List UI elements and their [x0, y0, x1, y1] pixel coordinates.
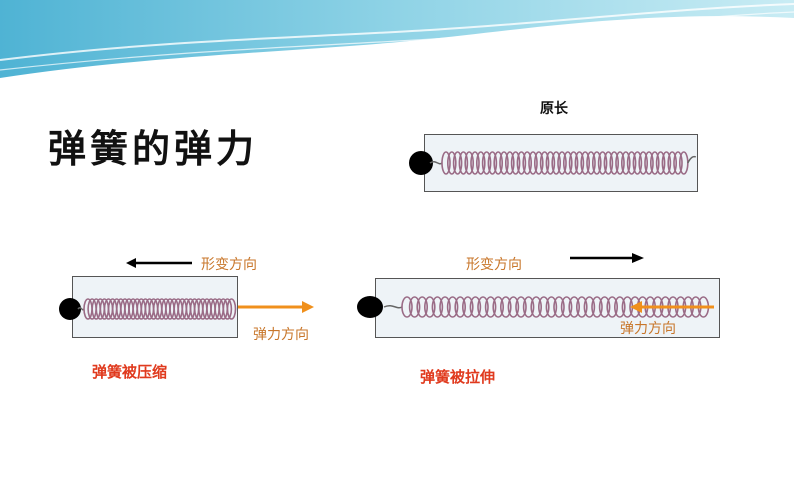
spring-coil-loop: [423, 296, 436, 318]
spring-coil-loop: [614, 296, 626, 318]
spring-coil-loop: [462, 296, 474, 318]
spring-coil-loop: [568, 296, 580, 318]
spring-coil-loop: [464, 151, 475, 175]
spring-coil-loop: [454, 296, 466, 318]
spring-coil-loop: [598, 296, 611, 318]
spring-coil-loop: [583, 296, 596, 318]
spring-coil-loop: [615, 151, 625, 175]
spring-coil-loop: [644, 151, 654, 175]
spring-coil-loop: [560, 296, 573, 318]
spring-coil-loop: [563, 151, 573, 175]
spring-coil-loop: [500, 296, 512, 318]
spring-coil-loop: [661, 151, 672, 175]
spring-coil-loop: [226, 298, 237, 320]
spring-coil-loop: [475, 151, 486, 175]
spring-coil-loop: [452, 151, 463, 175]
spring-coil-loop: [431, 296, 444, 318]
wall-anchor: [357, 296, 383, 318]
spring-coil-loop: [553, 296, 565, 318]
compressed-deformation-label: 形变方向: [201, 257, 257, 273]
original-spring-coil: [429, 151, 697, 175]
spring-coil-loop: [441, 151, 451, 175]
spring-coil-loop: [469, 296, 482, 318]
spring-coil-loop: [515, 296, 527, 318]
spring-coil-loop: [481, 151, 492, 175]
spring-coil-loop: [538, 296, 550, 318]
spring-coil-loop: [401, 296, 413, 318]
compressed-force-label: 弹力方向: [253, 327, 309, 343]
top-wave-banner: [0, 0, 794, 78]
deformation-arrow-left: [126, 258, 192, 268]
spring-coil-loop: [650, 151, 660, 175]
spring-coil-loop: [458, 151, 469, 175]
spring-coil-loop: [477, 296, 489, 318]
spring-coil-loop: [499, 151, 509, 175]
spring-coil-loop: [487, 151, 498, 175]
spring-coil-loop: [591, 296, 603, 318]
compressed-caption: 弹簧被压缩: [92, 363, 168, 381]
spring-coil-loop: [576, 296, 588, 318]
compressed-spring-coil: [77, 298, 237, 320]
spring-coil-loop: [638, 151, 648, 175]
spring-coil-loop: [516, 151, 527, 175]
spring-coil-loop: [679, 151, 689, 175]
original-length-label: 原长: [540, 101, 568, 117]
spring-coil-loop: [621, 151, 631, 175]
spring-coil-loop: [557, 151, 567, 175]
spring-coil-loop: [446, 296, 459, 318]
spring-coil-loop: [606, 296, 618, 318]
force-arrow-left: [630, 301, 714, 313]
spring-coil-loop: [574, 151, 585, 175]
spring-coil-loop: [446, 151, 457, 175]
stretched-spring-coil: [383, 296, 710, 318]
spring-coil-loop: [222, 298, 233, 320]
spring-coil-loop: [505, 151, 515, 175]
spring-coil-loop: [493, 151, 503, 175]
spring-coil-loop: [507, 296, 520, 318]
spring-coil-loop: [609, 151, 619, 175]
spring-coil-loop: [530, 296, 542, 318]
stretched-deformation-label: 形变方向: [466, 257, 522, 273]
spring-coil-loop: [597, 151, 608, 175]
spring-coil-loop: [655, 151, 666, 175]
spring-coil-loop: [510, 151, 521, 175]
spring-coil-loop: [632, 151, 643, 175]
spring-coil-loop: [439, 296, 451, 318]
spring-coil-loop: [551, 151, 561, 175]
spring-coil-loop: [545, 296, 558, 318]
spring-coil-loop: [416, 296, 429, 318]
spring-coil-loop: [470, 151, 480, 175]
spring-coil-loop: [580, 151, 590, 175]
force-arrow-right: [238, 301, 314, 313]
deformation-arrow-right: [570, 253, 644, 263]
spring-coil-loop: [522, 151, 532, 175]
stretched-force-label: 弹力方向: [620, 321, 676, 337]
spring-coil-loop: [586, 151, 596, 175]
spring-coil-loop: [528, 151, 538, 175]
spring-coil-loop: [539, 151, 550, 175]
spring-coil-loop: [667, 151, 677, 175]
spring-coil-loop: [545, 151, 556, 175]
spring-coil-loop: [568, 151, 579, 175]
spring-coil-loop: [522, 296, 535, 318]
spring-coil-loop: [408, 296, 421, 318]
spring-coil-loop: [592, 151, 602, 175]
wall-anchor: [59, 298, 81, 320]
spring-coil-loop: [534, 151, 544, 175]
slide-title: 弹簧的弹力: [48, 126, 259, 171]
spring-coil-loop: [484, 296, 497, 318]
spring-coil-loop: [492, 296, 504, 318]
wall-anchor: [409, 151, 433, 175]
spring-coil-loop: [626, 151, 637, 175]
spring-coil-loop: [603, 151, 614, 175]
stretched-caption: 弹簧被拉伸: [420, 368, 496, 386]
spring-coil-loop: [673, 151, 683, 175]
